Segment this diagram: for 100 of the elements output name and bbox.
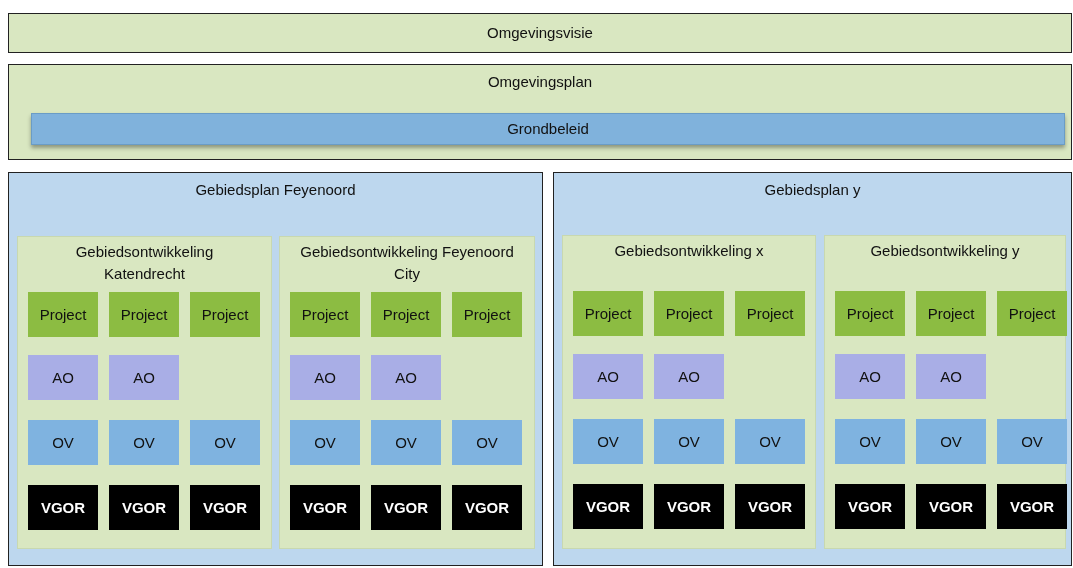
box-label: VGOR <box>202 497 248 518</box>
process-box <box>654 354 724 399</box>
process-box <box>109 485 179 530</box>
group-panel <box>8 64 1072 160</box>
process-box <box>290 292 360 337</box>
process-box <box>735 484 805 529</box>
process-box <box>190 420 260 465</box>
process-box <box>916 291 986 336</box>
process-box <box>835 484 905 529</box>
process-box <box>573 291 643 336</box>
process-box <box>452 420 522 465</box>
box-label: OV <box>759 431 781 452</box>
box-label: VGOR <box>383 497 429 518</box>
box-label: OV <box>476 432 498 453</box>
banner-box <box>31 113 1065 145</box>
process-box <box>916 354 986 399</box>
process-box <box>452 485 522 530</box>
box-label: OV <box>678 431 700 452</box>
process-box <box>573 484 643 529</box>
box-label: Project <box>846 303 894 324</box>
process-box <box>654 291 724 336</box>
process-box <box>109 420 179 465</box>
box-label: OV <box>1021 431 1043 452</box>
box-label: VGOR <box>747 496 793 517</box>
box-label: Project <box>39 304 87 325</box>
process-box <box>654 419 724 464</box>
process-box <box>28 420 98 465</box>
box-label: Omgevingsvisie <box>487 23 593 43</box>
box-label: Project <box>927 303 975 324</box>
box-label: Project <box>1008 303 1056 324</box>
process-box <box>371 485 441 530</box>
process-box <box>997 484 1067 529</box>
group-panel <box>8 172 543 566</box>
box-label: Project <box>746 303 794 324</box>
process-box <box>835 354 905 399</box>
process-box <box>735 291 805 336</box>
group-title: Gebiedsplan Feyenoord <box>194 180 357 200</box>
group-title: Gebiedsontwikkeling y <box>869 241 1021 261</box>
box-label: OV <box>52 432 74 453</box>
box-label: AO <box>940 366 962 387</box>
box-label: Project <box>584 303 632 324</box>
group-panel <box>562 235 816 549</box>
group-panel <box>824 235 1066 549</box>
box-label: AO <box>52 367 74 388</box>
process-box <box>916 419 986 464</box>
box-label: AO <box>395 367 417 388</box>
process-box <box>371 292 441 337</box>
group-title: Omgevingsplan <box>486 72 594 92</box>
box-label: Project <box>201 304 249 325</box>
box-label: Grondbeleid <box>507 119 589 139</box>
process-box <box>28 292 98 337</box>
box-label: VGOR <box>928 496 974 517</box>
box-label: OV <box>940 431 962 452</box>
process-box <box>997 419 1067 464</box>
process-box <box>573 419 643 464</box>
box-label: OV <box>314 432 336 453</box>
box-label: VGOR <box>464 497 510 518</box>
group-title: Gebiedsontwikkeling x <box>613 241 765 261</box>
process-box <box>290 485 360 530</box>
process-box <box>28 355 98 400</box>
process-box <box>654 484 724 529</box>
process-box <box>916 484 986 529</box>
banner-box <box>8 13 1072 53</box>
process-box <box>997 291 1067 336</box>
box-label: AO <box>859 366 881 387</box>
process-box <box>452 292 522 337</box>
group-title: Gebiedsontwikkeling Feyenoord City <box>299 242 515 284</box>
group-panel <box>279 236 535 549</box>
process-box <box>290 355 360 400</box>
box-label: VGOR <box>121 497 167 518</box>
process-box <box>109 292 179 337</box>
process-box <box>190 485 260 530</box>
box-label: VGOR <box>666 496 712 517</box>
box-label: AO <box>597 366 619 387</box>
process-box <box>109 355 179 400</box>
process-box <box>190 292 260 337</box>
box-label: OV <box>597 431 619 452</box>
group-panel <box>553 172 1072 566</box>
box-label: Project <box>120 304 168 325</box>
box-label: OV <box>859 431 881 452</box>
process-box <box>573 354 643 399</box>
process-box <box>28 485 98 530</box>
box-label: VGOR <box>302 497 348 518</box>
box-label: VGOR <box>40 497 86 518</box>
process-box <box>835 291 905 336</box>
box-label: Project <box>463 304 511 325</box>
box-label: VGOR <box>1009 496 1055 517</box>
box-label: AO <box>314 367 336 388</box>
group-panel <box>17 236 272 549</box>
box-label: Project <box>301 304 349 325</box>
process-box <box>290 420 360 465</box>
box-label: OV <box>395 432 417 453</box>
process-box <box>735 419 805 464</box>
process-box <box>371 355 441 400</box>
box-label: OV <box>133 432 155 453</box>
process-box <box>371 420 441 465</box>
box-label: OV <box>214 432 236 453</box>
box-label: Project <box>665 303 713 324</box>
group-title: Gebiedsontwikkeling Katendrecht <box>74 242 215 284</box>
box-label: AO <box>678 366 700 387</box>
